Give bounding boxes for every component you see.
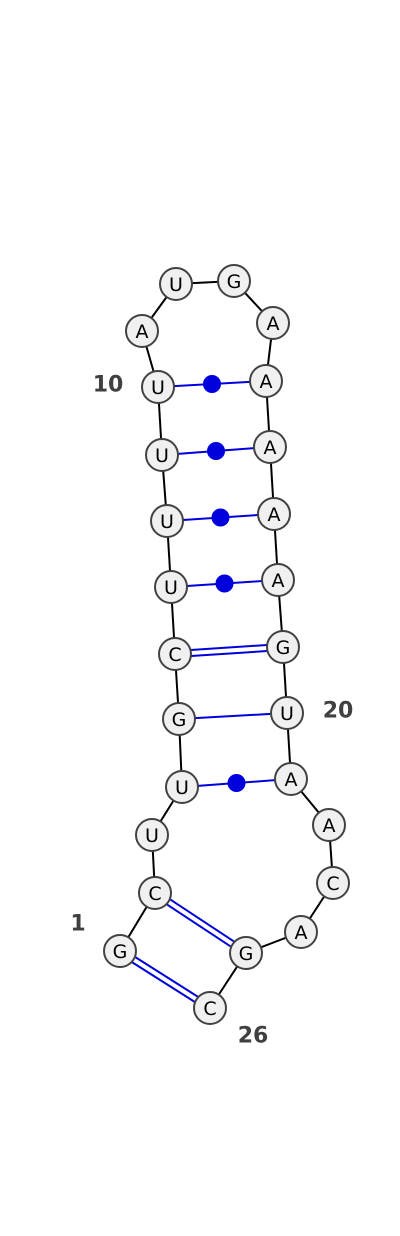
nucleotide-letter: U — [169, 274, 183, 296]
nucleotide-letter: C — [203, 998, 216, 1020]
base-pair-canonical — [166, 898, 235, 948]
base-pair-layer — [131, 375, 276, 1003]
nucleotide-letter: U — [280, 703, 294, 725]
nucleotide-18: A — [261, 563, 295, 597]
nucleotide-23: C — [316, 866, 350, 900]
nucleotide-letter: G — [172, 709, 187, 731]
nucleotide-letter: G — [113, 941, 128, 963]
nucleotide-letter: G — [227, 271, 242, 293]
nucleotide-letter: U — [164, 577, 178, 599]
base-pair-wobble — [173, 375, 251, 393]
position-label-1: 1 — [70, 912, 85, 937]
nucleotide-letter: A — [267, 313, 280, 335]
nucleotide-letter: U — [160, 511, 174, 533]
base-pair-wobble — [177, 442, 255, 460]
base-pair-gu — [194, 712, 272, 720]
nucleotide-letter: A — [268, 504, 281, 526]
base-pair-wobble — [182, 508, 259, 527]
nucleotide-4: U — [165, 770, 199, 804]
nucleotide-letter: A — [136, 321, 149, 343]
base-pair-wobble — [186, 574, 263, 593]
nucleotide-letter: C — [168, 644, 181, 666]
nucleotide-22: A — [312, 808, 346, 842]
nucleotide-6: C — [158, 637, 192, 671]
nucleotide-2: C — [138, 876, 172, 910]
position-label-layer: 1 10 20 26 — [70, 373, 353, 1049]
nucleotide-letter: A — [260, 371, 273, 393]
position-label-20: 20 — [323, 699, 354, 724]
nucleotide-17: A — [257, 497, 291, 531]
nucleotide-layer: G C U U G C U U U U A U G A A A A A G U A A C A G C — [103, 264, 350, 1025]
base-pair-canonical — [190, 644, 268, 657]
position-label-26: 26 — [238, 1024, 269, 1049]
base-pair-canonical — [131, 956, 199, 1003]
nucleotide-letter: U — [151, 377, 165, 399]
nucleotide-letter: A — [285, 769, 298, 791]
nucleotide-8: U — [150, 504, 184, 538]
nucleotide-7: U — [154, 570, 188, 604]
nucleotide-13: G — [217, 264, 251, 298]
nucleotide-letter: G — [239, 943, 254, 965]
nucleotide-letter: G — [276, 637, 291, 659]
nucleotide-9: U — [145, 438, 179, 472]
nucleotide-14: A — [256, 306, 290, 340]
nucleotide-letter: U — [145, 825, 159, 847]
position-label-10: 10 — [93, 373, 124, 398]
nucleotide-letter: A — [264, 437, 277, 459]
nucleotide-letter: U — [175, 777, 189, 799]
nucleotide-3: U — [135, 818, 169, 852]
nucleotide-21: A — [274, 762, 308, 796]
nucleotide-26: C — [193, 991, 227, 1025]
nucleotide-25: G — [229, 936, 263, 970]
nucleotide-letter: C — [148, 883, 161, 905]
nucleotide-letter: A — [323, 815, 336, 837]
nucleotide-19: G — [266, 630, 300, 664]
nucleotide-letter: U — [155, 445, 169, 467]
nucleotide-5: G — [162, 702, 196, 736]
nucleotide-11: A — [125, 314, 159, 348]
nucleotide-1: G — [103, 934, 137, 968]
nucleotide-16: A — [253, 430, 287, 464]
base-pair-wobble — [197, 774, 276, 792]
nucleotide-letter: C — [326, 873, 339, 895]
nucleotide-12: U — [159, 267, 193, 301]
nucleotide-24: A — [284, 915, 318, 949]
nucleotide-10: U — [141, 370, 175, 404]
nucleotide-15: A — [249, 364, 283, 398]
nucleotide-letter: A — [272, 570, 285, 592]
nucleotide-20: U — [270, 696, 304, 730]
nucleotide-letter: A — [295, 922, 308, 944]
